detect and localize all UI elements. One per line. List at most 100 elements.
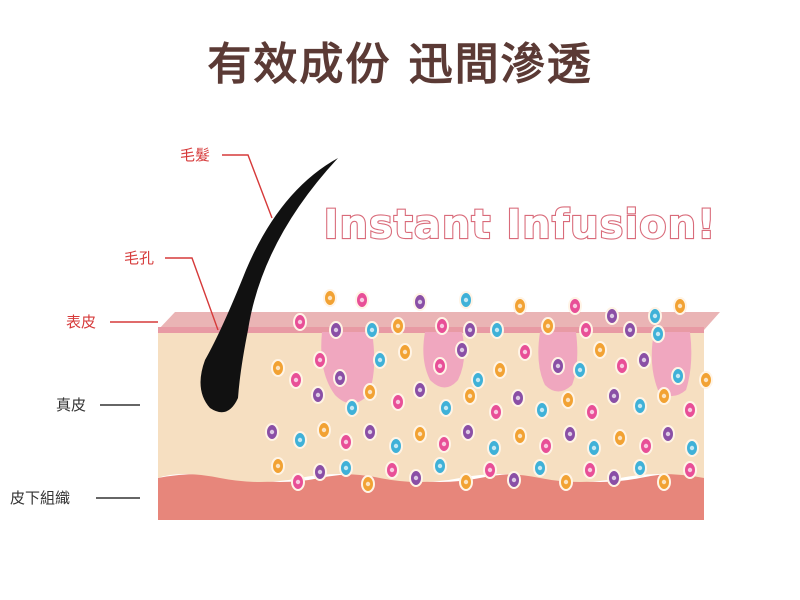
particle-highlight — [377, 357, 383, 363]
particle-highlight — [637, 465, 643, 471]
particle-highlight — [627, 327, 633, 333]
particle-highlight — [465, 429, 471, 435]
particle-highlight — [537, 465, 543, 471]
particle-highlight — [327, 295, 333, 301]
particle-highlight — [687, 407, 693, 413]
label-pore: 毛孔 — [124, 249, 154, 267]
particle-highlight — [583, 327, 589, 333]
particle-highlight — [443, 405, 449, 411]
particle-highlight — [589, 409, 595, 415]
particle-highlight — [497, 367, 503, 373]
tagline: Instant Infusion! — [324, 202, 717, 248]
particle-layer — [265, 289, 713, 493]
particle-highlight — [643, 443, 649, 449]
particle-highlight — [641, 357, 647, 363]
particle-highlight — [437, 463, 443, 469]
particle-highlight — [467, 327, 473, 333]
particle-highlight — [689, 445, 695, 451]
particle-highlight — [343, 439, 349, 445]
particle-highlight — [652, 313, 658, 319]
particle-highlight — [555, 363, 561, 369]
particle-highlight — [517, 433, 523, 439]
particle-highlight — [677, 303, 683, 309]
particle-highlight — [441, 441, 447, 447]
particle-highlight — [439, 323, 445, 329]
particle-highlight — [545, 323, 551, 329]
particle-highlight — [365, 481, 371, 487]
particle-highlight — [463, 297, 469, 303]
gland — [321, 332, 375, 404]
hair — [200, 158, 338, 413]
particle-highlight — [417, 299, 423, 305]
particle-highlight — [413, 475, 419, 481]
particle-highlight — [617, 435, 623, 441]
particle-highlight — [317, 357, 323, 363]
particle-highlight — [611, 475, 617, 481]
label-epidermis: 表皮 — [66, 313, 96, 331]
particle-highlight — [402, 349, 408, 355]
particle-highlight — [395, 323, 401, 329]
particle-highlight — [369, 327, 375, 333]
particle-highlight — [293, 377, 299, 383]
particle-highlight — [597, 347, 603, 353]
particle-highlight — [343, 465, 349, 471]
particle-highlight — [522, 349, 528, 355]
hair-leader — [222, 154, 273, 219]
particle-highlight — [321, 427, 327, 433]
particle-highlight — [567, 431, 573, 437]
particle-highlight — [587, 467, 593, 473]
particle-highlight — [687, 467, 693, 473]
particle-highlight — [675, 373, 681, 379]
label-dermis: 真皮 — [56, 396, 86, 414]
particle-highlight — [539, 407, 545, 413]
particle-highlight — [515, 395, 521, 401]
particle-highlight — [565, 397, 571, 403]
particle-highlight — [703, 377, 709, 383]
label-hair: 毛髮 — [180, 146, 210, 164]
particle-highlight — [493, 409, 499, 415]
particle-highlight — [393, 443, 399, 449]
particle-highlight — [591, 445, 597, 451]
particle-highlight — [487, 467, 493, 473]
particle-highlight — [491, 445, 497, 451]
particle-highlight — [417, 387, 423, 393]
particle-highlight — [297, 319, 303, 325]
particle-highlight — [333, 327, 339, 333]
particle-highlight — [349, 405, 355, 411]
particle-highlight — [475, 377, 481, 383]
particle-highlight — [563, 479, 569, 485]
particle-highlight — [661, 393, 667, 399]
particle-highlight — [437, 363, 443, 369]
particle-highlight — [543, 443, 549, 449]
particle-highlight — [417, 431, 423, 437]
particle-highlight — [665, 431, 671, 437]
label-subcutaneous: 皮下組織 — [10, 489, 70, 507]
particle-highlight — [297, 437, 303, 443]
particle-highlight — [395, 399, 401, 405]
particle-highlight — [317, 469, 323, 475]
particle-highlight — [295, 479, 301, 485]
particle-highlight — [275, 365, 281, 371]
particle-highlight — [315, 392, 321, 398]
particle-highlight — [337, 375, 343, 381]
particle-highlight — [467, 393, 473, 399]
particle-highlight — [359, 297, 365, 303]
particle-highlight — [572, 303, 578, 309]
particle-highlight — [459, 347, 465, 353]
page-title: 有效成份 迅間滲透 — [207, 39, 593, 90]
particle-highlight — [367, 429, 373, 435]
particle-highlight — [494, 327, 500, 333]
particle-highlight — [619, 363, 625, 369]
particle-highlight — [661, 479, 667, 485]
particle-highlight — [611, 393, 617, 399]
particle-highlight — [637, 403, 643, 409]
particle-highlight — [577, 367, 583, 373]
particle-highlight — [511, 477, 517, 483]
pore-leader — [165, 257, 219, 331]
particle-highlight — [367, 389, 373, 395]
particle-highlight — [389, 467, 395, 473]
particle-highlight — [655, 331, 661, 337]
particle-highlight — [609, 313, 615, 319]
particle-highlight — [463, 479, 469, 485]
